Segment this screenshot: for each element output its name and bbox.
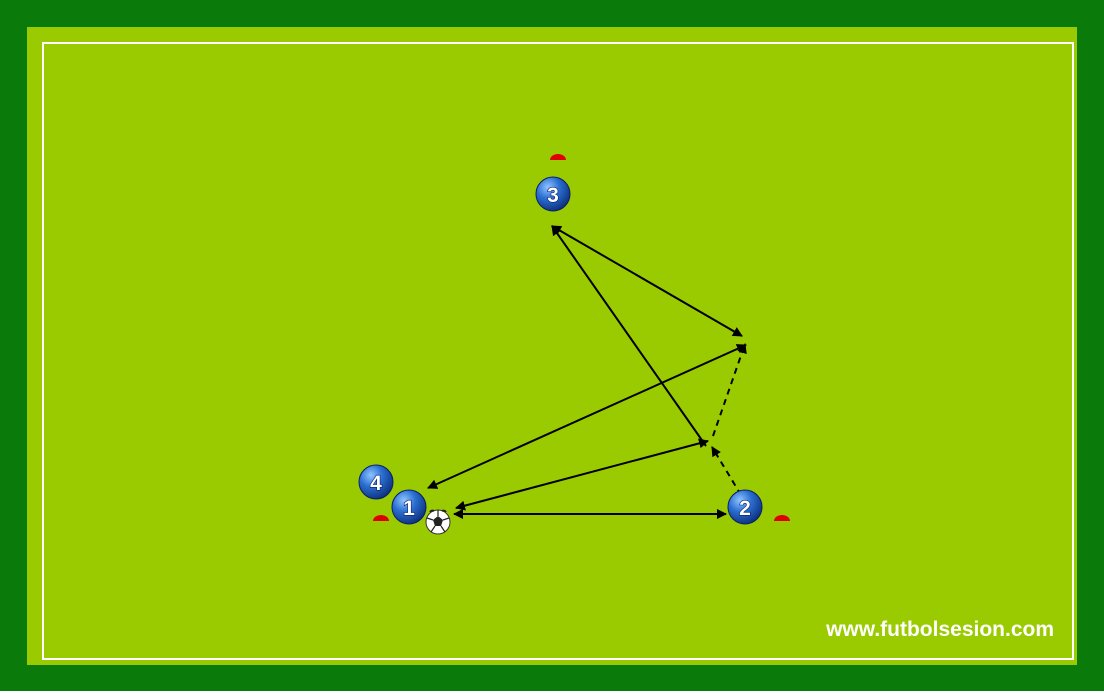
cone-top bbox=[550, 154, 566, 160]
cone-right bbox=[774, 515, 790, 521]
cone-left bbox=[373, 515, 389, 521]
pitch-outline bbox=[42, 42, 1074, 660]
arrow-to-player-4 bbox=[427, 344, 747, 489]
arrow-3-to-space bbox=[551, 225, 743, 337]
player-4-label: 4 bbox=[370, 472, 382, 495]
movement-arrows bbox=[427, 225, 747, 519]
pitch bbox=[27, 27, 1077, 665]
run-dashed-to-target bbox=[712, 343, 747, 437]
player-1: 1 bbox=[391, 489, 427, 525]
player-3: 3 bbox=[535, 176, 571, 212]
cones bbox=[373, 154, 790, 521]
player-2: 2 bbox=[727, 489, 763, 525]
player-2-label: 2 bbox=[739, 497, 751, 520]
player-3-label: 3 bbox=[547, 184, 559, 207]
run-dashed-2-up bbox=[711, 446, 742, 496]
player-4: 4 bbox=[358, 464, 394, 500]
watermark: www.futbolsesion.com bbox=[826, 618, 1054, 641]
player-1-label: 1 bbox=[403, 497, 415, 520]
soccer-ball-icon bbox=[425, 509, 451, 535]
